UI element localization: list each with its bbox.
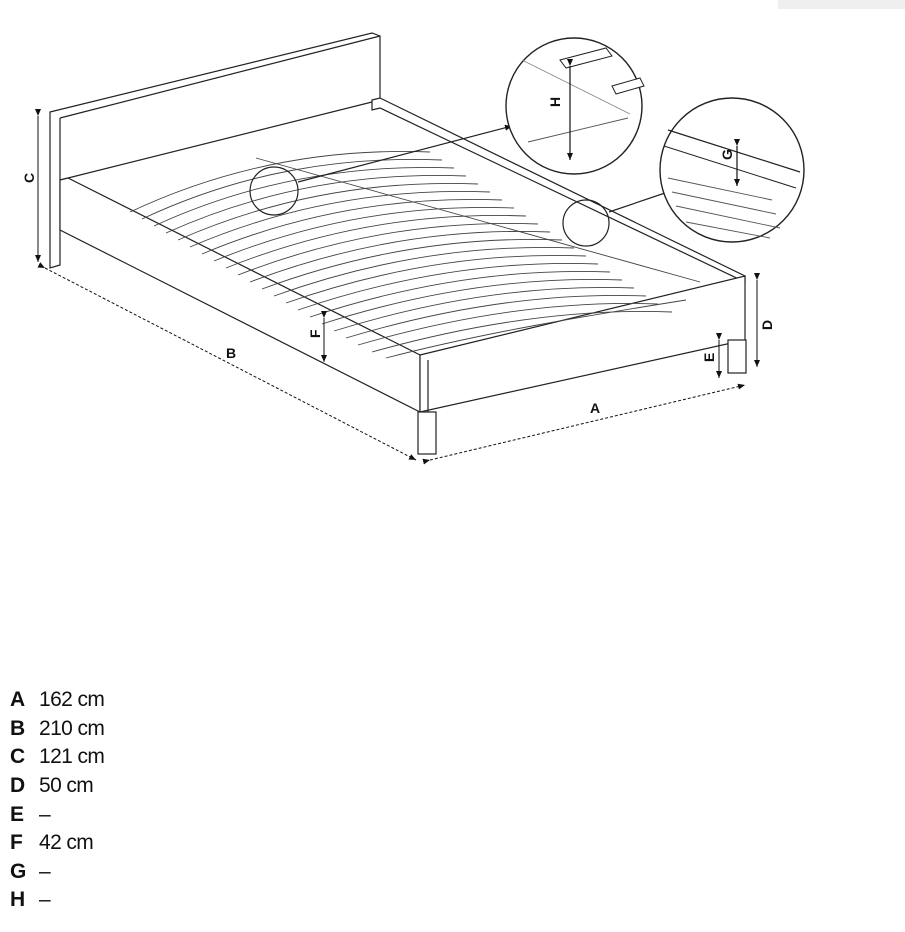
legend-value: 121 cm xyxy=(39,745,105,769)
dimension-label-e: E xyxy=(701,353,717,362)
legend-row-e: E – xyxy=(10,800,104,829)
legend-row-a: A 162 cm xyxy=(10,686,105,715)
legend-key: F xyxy=(10,831,23,855)
zoom-detail-h: H xyxy=(505,37,645,175)
legend-key: G xyxy=(10,859,27,883)
front-left-leg xyxy=(417,411,437,455)
legend-row-c: C 121 cm xyxy=(10,743,105,772)
legend-row-f: F 42 cm xyxy=(10,829,104,858)
front-right-leg xyxy=(727,339,747,374)
detail-circle-g-source xyxy=(562,199,610,247)
legend-row-d: D 50 cm xyxy=(10,772,104,801)
bed-dimension-diagram: H G C B A D E F xyxy=(21,32,805,465)
dimension-label-c: C xyxy=(21,173,37,183)
dimension-label-g: G xyxy=(719,149,735,160)
legend-key: B xyxy=(10,716,26,740)
dimension-legend: A 162 cm B 210 cm C 121 cm D 50 cm E – F… xyxy=(10,686,105,915)
legend-key: D xyxy=(10,774,26,798)
dimension-lines xyxy=(35,109,760,465)
legend-value: 50 cm xyxy=(39,774,94,798)
left-side-rail xyxy=(59,177,421,413)
detail-circle-h-source xyxy=(249,166,299,216)
legend-value: 210 cm xyxy=(39,716,105,740)
dimension-label-a: A xyxy=(590,400,600,416)
dimension-label-b: B xyxy=(226,345,236,361)
dimension-label-d: D xyxy=(759,320,775,330)
zoom-detail-g: G xyxy=(659,97,805,243)
legend-value: – xyxy=(39,802,51,826)
dimension-label-f: F xyxy=(307,329,323,338)
legend-row-h: H – xyxy=(10,886,104,915)
legend-value: 162 cm xyxy=(39,688,105,712)
legend-row-g: G – xyxy=(10,858,104,887)
legend-key: A xyxy=(10,688,26,712)
dimension-label-h: H xyxy=(547,97,563,107)
legend-key: H xyxy=(10,888,26,912)
top-right-tab xyxy=(778,0,905,9)
legend-value: – xyxy=(39,888,51,912)
legend-value: 42 cm xyxy=(39,831,94,855)
legend-row-b: B 210 cm xyxy=(10,715,105,744)
legend-key: C xyxy=(10,745,26,769)
legend-key: E xyxy=(10,802,25,826)
legend-value: – xyxy=(39,859,51,883)
